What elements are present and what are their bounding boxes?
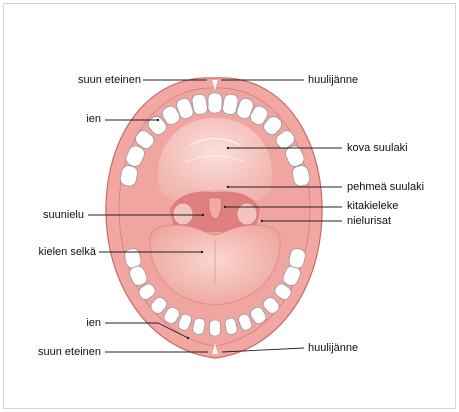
label-suun-eteinen-top: suun eteinen bbox=[78, 74, 141, 87]
label-huulijanne-bottom: huulijänne bbox=[308, 342, 358, 355]
lower-tooth bbox=[210, 320, 221, 336]
upper-tooth bbox=[208, 93, 222, 113]
left-tonsil bbox=[173, 203, 193, 225]
label-kova-suulaki: kova suulaki bbox=[347, 142, 408, 155]
label-suun-eteinen-bottom: suun eteinen bbox=[38, 346, 101, 359]
label-ien-bottom: ien bbox=[86, 317, 101, 330]
label-kitakieleke: kitakieleke bbox=[347, 200, 398, 213]
label-huulijanne-top: huulijänne bbox=[308, 74, 358, 87]
label-nielurisat: nielurisat bbox=[347, 215, 391, 228]
label-suunielu: suunielu bbox=[43, 209, 84, 222]
right-tonsil bbox=[237, 203, 257, 225]
label-ien-top: ien bbox=[86, 113, 101, 126]
label-pehmea-suulaki: pehmeä suulaki bbox=[347, 181, 424, 194]
uvula bbox=[209, 198, 222, 219]
label-kielen-selka: kielen selkä bbox=[39, 246, 96, 259]
